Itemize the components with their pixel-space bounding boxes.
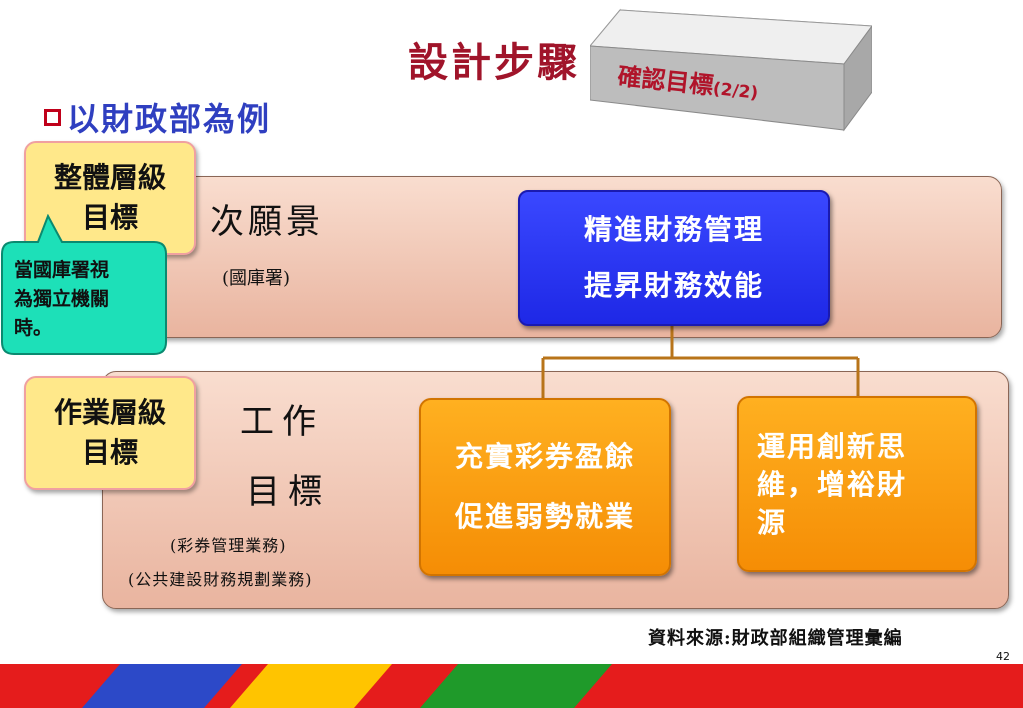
tier2-goal1-line1: 充實彩券盈餘 — [454, 440, 635, 473]
tier1-name: 次願景 — [210, 202, 324, 242]
tier2-goal2-line1: 運用創新思 — [757, 430, 908, 463]
tier2-business-1: (彩券管理業務) — [170, 536, 287, 555]
tier2-goal1-line2: 促進弱勢就業 — [454, 500, 635, 533]
tier1-goal-box: 精進財務管理 提昇財務效能 — [518, 190, 830, 326]
operation-level-label: 作業層級 目標 — [24, 376, 196, 490]
tier2-goal2-line3: 源 — [757, 506, 788, 539]
tier1-goal-line2: 提昇財務效能 — [583, 269, 764, 302]
bullet-heading: 以財政部為例 — [44, 94, 271, 140]
callout-bubble — [1, 214, 167, 355]
overall-level-line1: 整體層級 — [53, 161, 166, 194]
slide-title: 設計步驟 — [408, 39, 580, 86]
overall-level-line2: 目標 — [81, 201, 138, 234]
page-number: 42 — [996, 650, 1010, 663]
subtitle-page: (2/2) — [711, 79, 760, 104]
footer-stripes — [0, 664, 1023, 708]
operation-level-line2: 目標 — [81, 436, 138, 469]
tier2-goal2-line2: 維，增裕財 — [757, 468, 908, 501]
title-3d-box — [590, 8, 872, 132]
source-note: 資料來源:財政部組織管理彙編 — [648, 628, 903, 649]
callout-line2: 為獨立機關 — [14, 288, 110, 310]
heading-text: 以財政部為例 — [67, 100, 272, 138]
tier1-org: (國庫署) — [222, 268, 291, 289]
square-bullet-icon — [44, 108, 61, 126]
tier2-name-line1: 工作 — [240, 402, 324, 442]
tier2-business-2: (公共建設財務規劃業務) — [128, 570, 313, 589]
tier2-name-line2: 目標 — [246, 472, 330, 512]
operation-level-line1: 作業層級 — [53, 396, 166, 429]
callout-line3: 時。 — [14, 317, 53, 339]
callout-text: 當國庫署視 為獨立機關 時。 — [14, 256, 154, 343]
callout-line1: 當國庫署視 — [14, 259, 110, 281]
tier2-goal1-box: 充實彩券盈餘 促進弱勢就業 — [419, 398, 671, 576]
tier2-goal2-box: 運用創新思 維，增裕財 源 — [737, 396, 977, 572]
tier1-goal-line1: 精進財務管理 — [583, 213, 764, 246]
